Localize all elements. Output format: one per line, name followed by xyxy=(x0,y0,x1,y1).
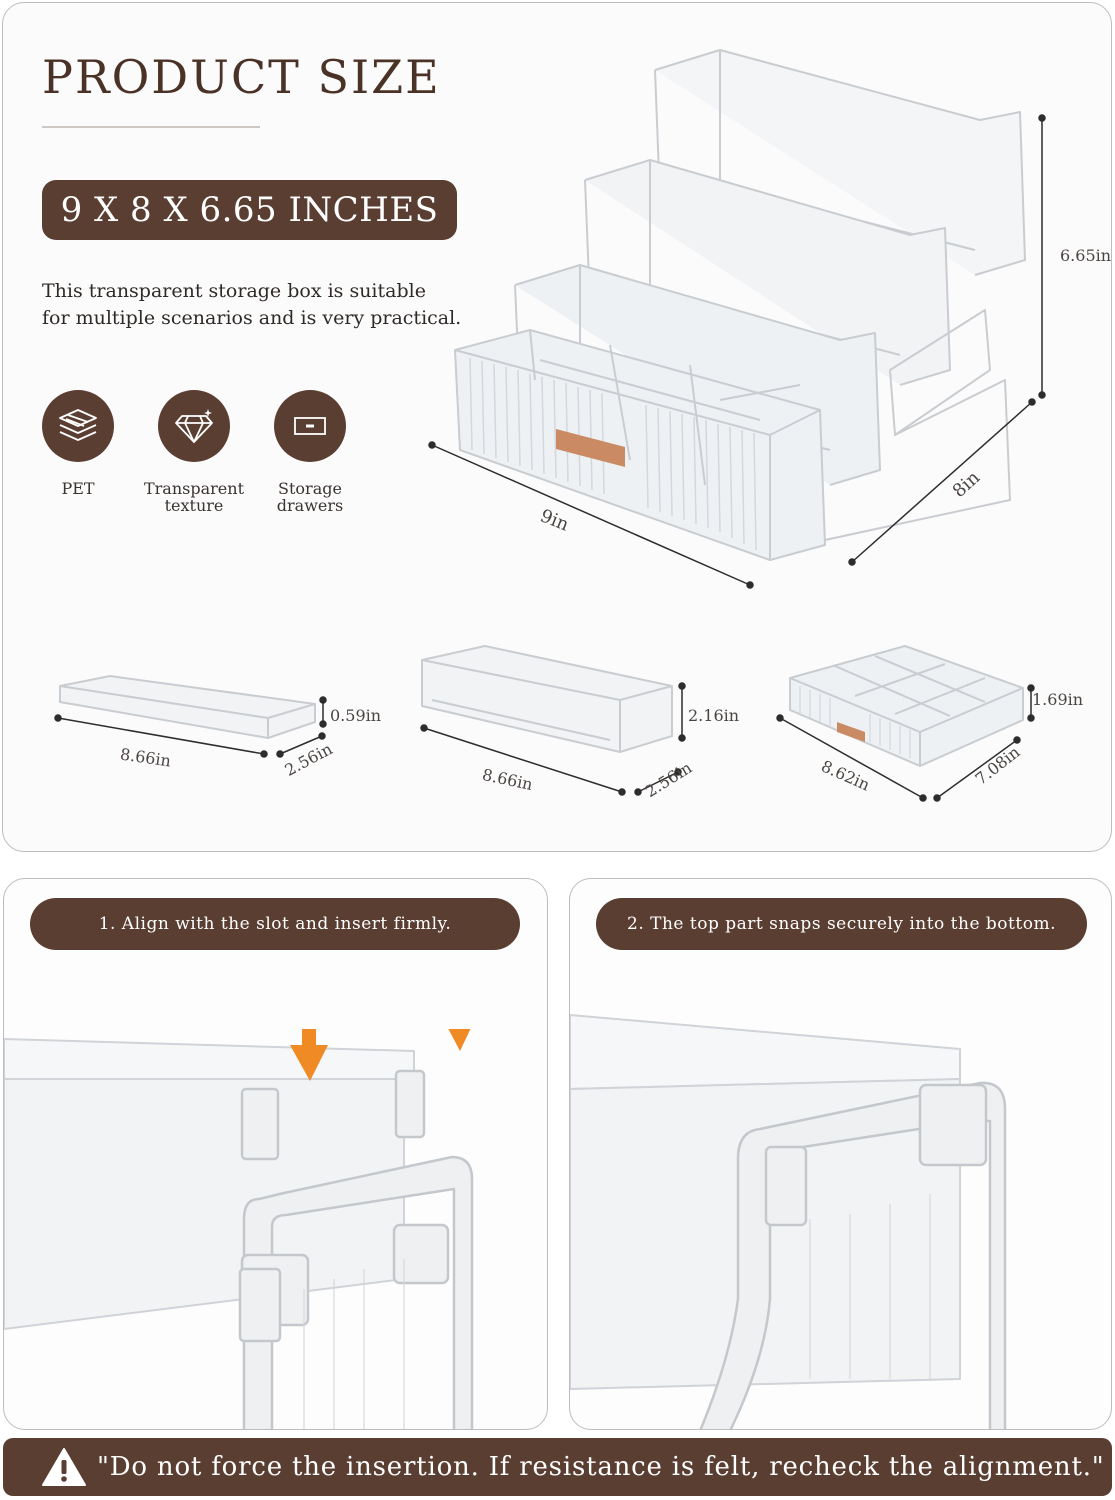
warning-banner: "Do not force the insertion. If resistan… xyxy=(3,1438,1112,1496)
product-description: This transparent storage box is suitable… xyxy=(42,278,482,332)
layers-icon xyxy=(42,390,114,462)
step2-label: 2. The top part snaps securely into the … xyxy=(596,898,1087,950)
feature-label: Storage drawers xyxy=(276,479,344,515)
part3-height: 1.69in xyxy=(1032,690,1084,709)
deep-bin-illustration xyxy=(420,645,686,796)
tray-handle xyxy=(837,722,865,742)
drawer-tray-illustration xyxy=(776,645,1035,802)
height-dimension: 6.65in xyxy=(1060,246,1112,265)
step1-closeup-illustration xyxy=(4,1029,474,1429)
drawer-handle xyxy=(556,429,625,467)
insert-arrow xyxy=(290,1029,471,1081)
organizer-illustration xyxy=(428,49,1046,589)
step2-panel xyxy=(569,878,1112,1430)
part2-height: 2.16in xyxy=(688,706,740,725)
step2-closeup-illustration xyxy=(570,1014,1007,1429)
description-line-1: This transparent storage box is suitable xyxy=(42,280,426,302)
feature-label: PET xyxy=(61,479,95,498)
warning-triangle-icon xyxy=(42,1448,86,1486)
feature-label: Transparent texture xyxy=(143,479,244,515)
feature-pet: PET xyxy=(23,390,133,497)
step1-panel xyxy=(3,878,548,1430)
size-badge: 9 X 8 X 6.65 INCHES xyxy=(42,180,457,240)
warning-text: "Do not force the insertion. If resistan… xyxy=(97,1452,1105,1482)
part1-height: 0.59in xyxy=(330,706,382,725)
thin-tray-illustration xyxy=(54,675,327,758)
diamond-icon xyxy=(158,390,230,462)
drawer-icon xyxy=(274,390,346,462)
step1-label: 1. Align with the slot and insert firmly… xyxy=(30,898,520,950)
description-line-2: for multiple scenarios and is very pract… xyxy=(42,307,462,329)
title-divider xyxy=(42,126,260,128)
feature-drawers: Storage drawers xyxy=(255,390,365,514)
feature-transparent: Transparent texture xyxy=(139,390,249,514)
page-title: PRODUCT SIZE xyxy=(42,50,441,104)
